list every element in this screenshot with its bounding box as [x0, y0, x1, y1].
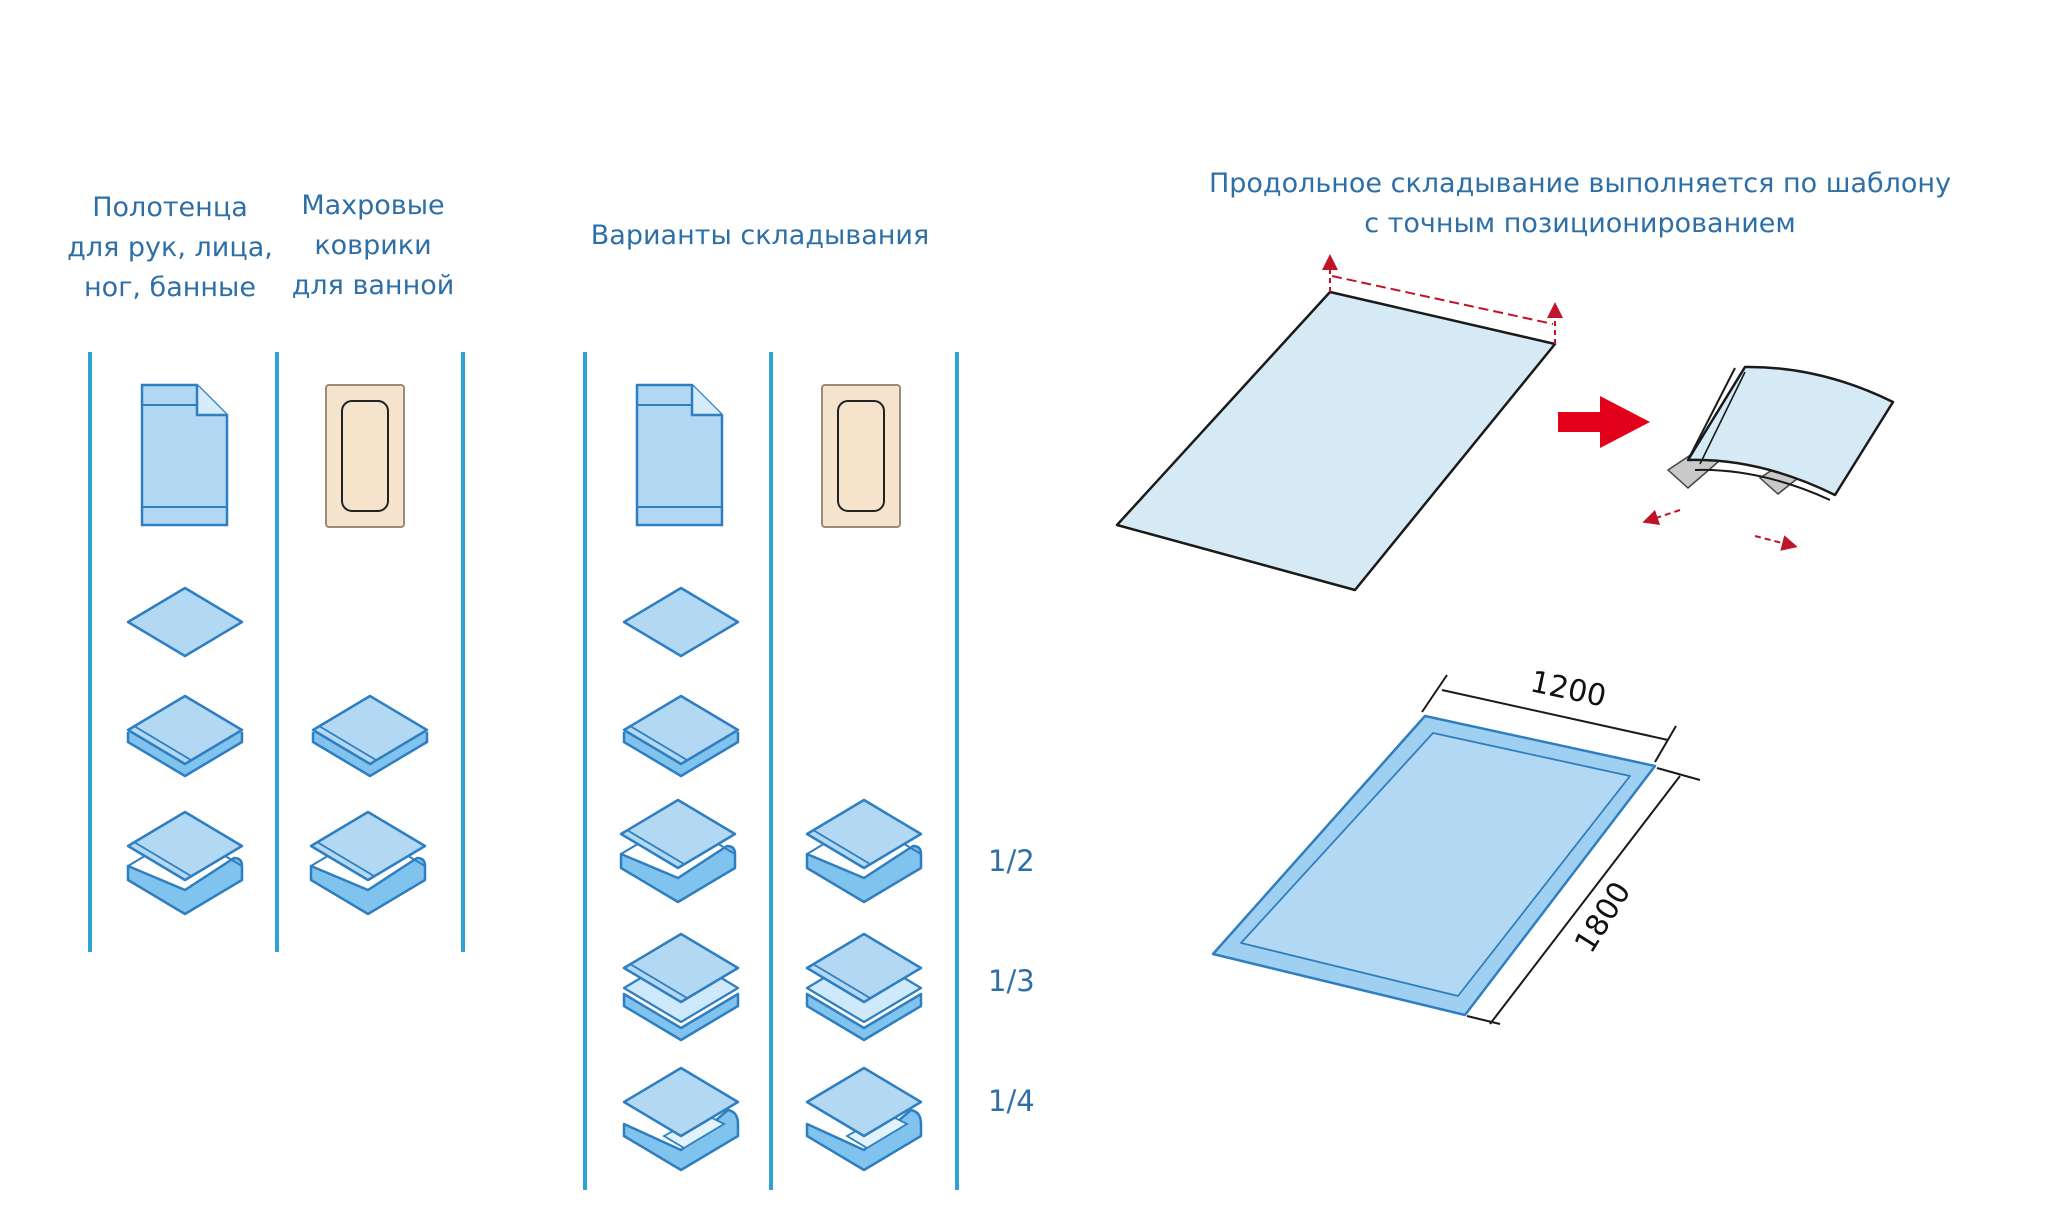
folded-mat-third-fold-icon: [805, 932, 923, 1042]
folded-towel-half-fold-icon: [619, 798, 737, 904]
folded-mat-quarter-fold-icon: [805, 1066, 923, 1172]
red-arrow-icon: [1558, 396, 1650, 448]
bath-mat-icon: [325, 384, 405, 528]
folded-towel-quarter-fold-icon: [622, 1066, 740, 1172]
towel-icon: [635, 383, 724, 527]
fraction-half: 1/2: [988, 844, 1035, 878]
folded-towel-third-fold-icon: [622, 932, 740, 1042]
column-dividers: [88, 352, 959, 1190]
folded-towel-flat-icon: [622, 586, 740, 658]
mats-header: Махровые коврики для ванной: [268, 186, 478, 306]
flat-sheet: [1115, 254, 1563, 592]
folded-mat-double-icon: [309, 810, 427, 916]
folded-towel-half-icon: [126, 694, 244, 778]
mats-header-line-1: Махровые: [301, 190, 445, 221]
towels-header-line-2: для рук, лица,: [67, 232, 273, 263]
towels-header-line-3: ног, банные: [84, 272, 256, 303]
folded-mat-half-fold-icon: [805, 798, 923, 904]
longitudinal-header-line-1: Продольное складывание выполняется по ша…: [1208, 168, 1952, 199]
dimensioned-sheet: [1211, 674, 1701, 1025]
bath-mat-icon: [821, 384, 901, 528]
towels-header-line-1: Полотенца: [92, 192, 248, 223]
mats-header-line-3: для ванной: [291, 270, 455, 301]
longitudinal-header-line-2: с точным позиционированием: [1364, 208, 1796, 239]
folded-towel-double-icon: [126, 810, 244, 916]
mats-header-line-2: коврики: [314, 230, 432, 261]
fraction-quarter: 1/4: [988, 1084, 1035, 1118]
longitudinal-header: Продольное складывание выполняется по ша…: [1180, 164, 1980, 244]
variants-header: Варианты складывания: [590, 220, 930, 251]
folded-towel-half-icon: [622, 694, 740, 778]
folded-sheet-on-template: [1642, 365, 1895, 551]
folded-towel-flat-icon: [126, 586, 244, 658]
towel-icon: [140, 383, 229, 527]
folded-mat-half-icon: [311, 694, 429, 778]
fraction-third: 1/3: [988, 964, 1035, 998]
towels-header: Полотенца для рук, лица, ног, банные: [60, 188, 280, 308]
